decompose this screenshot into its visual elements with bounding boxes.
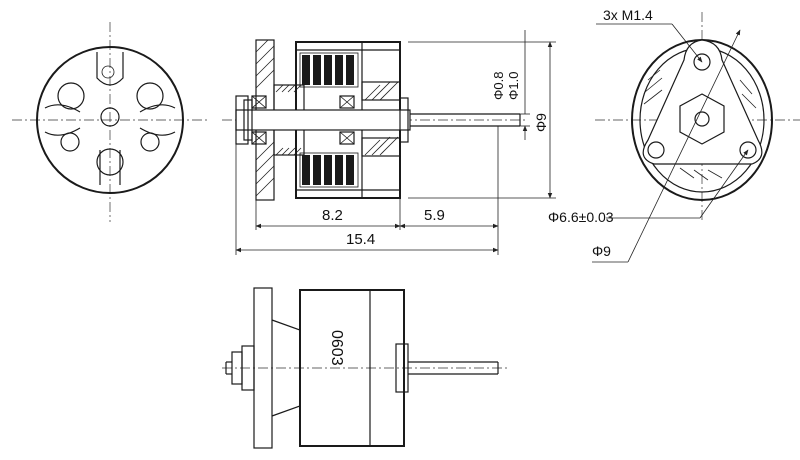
dim-shaft-d2: Φ1.0	[506, 72, 521, 100]
cross-section-view: 8.2 5.9 15.4 Φ0.8 Φ1.0 Φ9	[222, 30, 556, 255]
front-end-view	[12, 22, 210, 222]
mount-outer-diameter: Φ9	[592, 243, 611, 259]
mount-bolt-circle: Φ6.6±0.03	[548, 209, 614, 225]
dim-length-shaft: 5.9	[424, 207, 445, 224]
dim-length-total: 15.4	[346, 231, 375, 248]
model-marking: 0603	[328, 330, 345, 366]
dim-shaft-d1: Φ0.8	[491, 72, 506, 100]
mount-end-view: 3x M1.4 Φ6.6±0.03 Φ9	[548, 7, 800, 263]
dim-length-body: 8.2	[322, 207, 343, 224]
dim-body-diameter: Φ9	[533, 113, 549, 132]
screw-callout: 3x M1.4	[603, 7, 653, 23]
side-exterior-view: 0603	[222, 287, 510, 449]
